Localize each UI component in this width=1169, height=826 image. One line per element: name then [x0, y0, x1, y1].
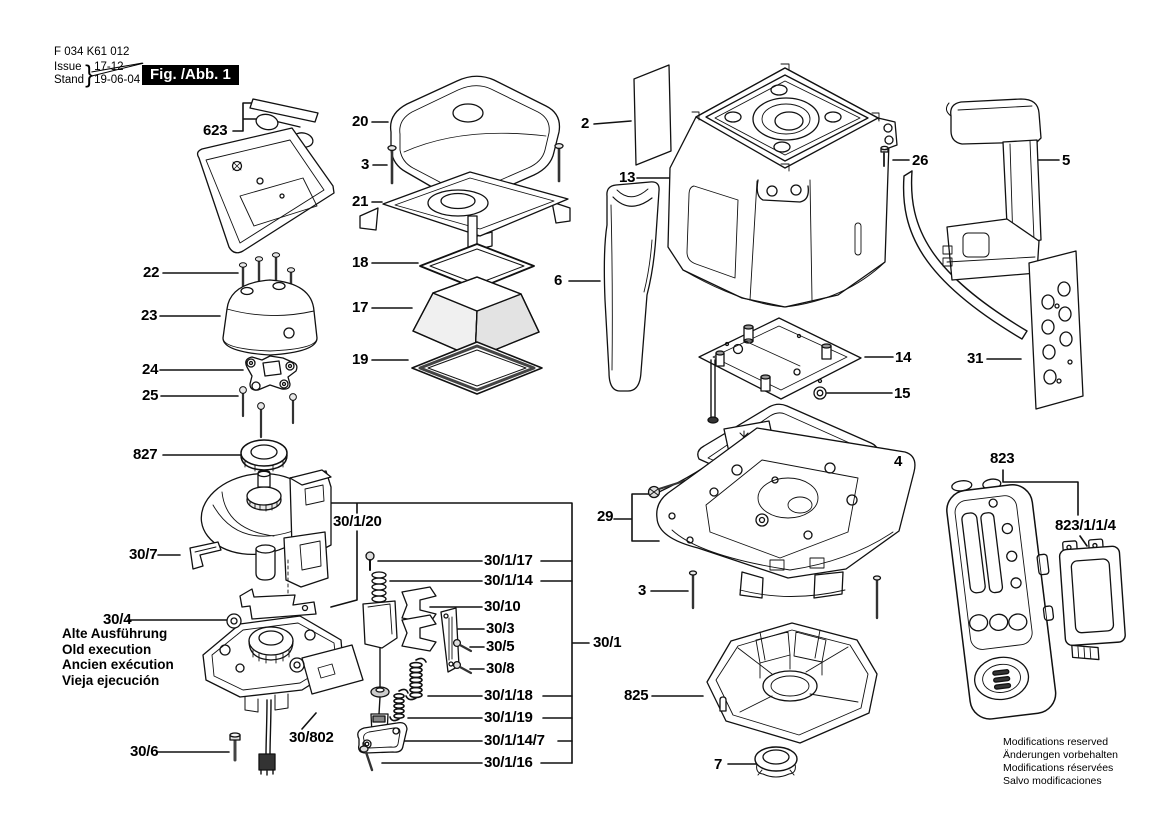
part-25-screws-drawing — [239, 386, 297, 439]
old-execution-note: Alte Ausführung Old execution Ancien exé… — [62, 626, 174, 688]
callout-30-8: 30/8 — [486, 660, 515, 677]
old-execution-line: Ancien exécution — [62, 657, 174, 672]
callout-20: 20 — [352, 113, 369, 130]
part-23-drawing — [222, 279, 318, 356]
callout-30-5: 30/5 — [486, 638, 515, 655]
callout-823: 823 — [990, 450, 1015, 467]
callout-15: 15 — [894, 385, 911, 402]
part-14-drawing — [698, 317, 862, 424]
old-execution-line: Alte Ausführung — [62, 626, 168, 641]
modifications-note: Modifications reserved Änderungen vorbeh… — [1003, 736, 1118, 788]
issue-label: Issue — [54, 61, 82, 73]
callout-13: 13 — [619, 169, 636, 186]
callout-30-4: 30/4 — [103, 611, 132, 628]
part-18-drawing — [419, 243, 535, 290]
callout-825: 825 — [624, 687, 649, 704]
callout-30-1-17: 30/1/17 — [484, 552, 533, 569]
modifications-line: Modifications reserved — [1003, 736, 1109, 748]
callout-31: 31 — [967, 350, 984, 367]
part-chassis-drawing — [656, 427, 916, 620]
callout-30-3: 30/3 — [486, 620, 515, 637]
callout-24: 24 — [142, 361, 159, 378]
part-24-drawing — [245, 355, 298, 391]
callout-30-1: 30/1 — [593, 634, 622, 651]
part-13-drawing — [667, 63, 898, 308]
part-5-drawing — [902, 98, 1042, 340]
part-20-drawing — [389, 75, 561, 203]
callout-3-right: 3 — [638, 582, 647, 599]
callout-17: 17 — [352, 299, 369, 316]
callout-623: 623 — [203, 122, 228, 139]
leader-lines — [127, 102, 1088, 765]
modifications-line: Modifications réservées — [1003, 762, 1114, 774]
issue-value: 17-12 — [94, 61, 140, 74]
brace-glyph: } — [85, 59, 94, 89]
issue-stand-block: Issue Stand } 17-12 19-06-04 — [54, 61, 140, 87]
stand-value: 19-06-04 — [94, 74, 141, 86]
modifications-line: Salvo modificaciones — [1003, 775, 1102, 787]
callout-18: 18 — [352, 254, 369, 271]
part-6-drawing — [603, 181, 660, 392]
callout-827: 827 — [133, 446, 158, 463]
part-26-drawing — [880, 145, 889, 167]
callout-29: 29 — [597, 508, 614, 525]
figure-title: Fig. /Abb. 1 — [142, 65, 239, 85]
callout-30-1-20: 30/1/20 — [333, 513, 382, 530]
part-623-drawing — [196, 98, 335, 254]
part-823-drawing — [946, 478, 1057, 720]
part-30-802-drawing — [202, 613, 364, 776]
callout-5: 5 — [1062, 152, 1071, 169]
callout-4: 4 — [894, 453, 903, 470]
doc-number: F 034 K61 012 — [54, 46, 130, 58]
part-30-1-sub-parts-drawing — [357, 551, 473, 772]
callout-30-1-14: 30/1/14 — [484, 572, 533, 589]
callout-7: 7 — [714, 756, 723, 773]
callout-3-top: 3 — [361, 156, 370, 173]
callout-21: 21 — [352, 193, 369, 210]
part-31-drawing — [1028, 250, 1084, 410]
callout-14: 14 — [895, 349, 912, 366]
callout-6: 6 — [554, 272, 563, 289]
doc-header: F 034 K61 012 Issue Stand } 17-12 19-06-… — [54, 46, 140, 87]
callout-26: 26 — [912, 152, 929, 169]
stand-label: Stand — [54, 74, 85, 86]
callout-23: 23 — [141, 307, 158, 324]
part-3-top-screws-drawing — [387, 142, 564, 185]
callout-19: 19 — [352, 351, 369, 368]
callout-30-7: 30/7 — [129, 546, 158, 563]
part-19-drawing — [411, 341, 543, 395]
callout-823-1-1-4: 823/1/1/4 — [1055, 517, 1116, 534]
callout-30-6: 30/6 — [130, 743, 159, 760]
callout-2: 2 — [581, 115, 590, 132]
callout-30-802: 30/802 — [289, 729, 334, 746]
part-2-drawing — [633, 64, 672, 166]
callout-30-1-16: 30/1/16 — [484, 754, 533, 771]
old-execution-line: Old execution — [62, 641, 152, 657]
callout-30-1-19: 30/1/19 — [484, 709, 533, 726]
callout-30-1-14-7: 30/1/14/7 — [484, 732, 545, 749]
callout-30-1-18: 30/1/18 — [484, 687, 533, 704]
old-execution-line: Vieja ejecución — [62, 672, 160, 688]
callout-30-10: 30/10 — [484, 598, 521, 615]
part-827-drawing — [240, 439, 288, 472]
modifications-line: Änderungen vorbehalten — [1003, 749, 1119, 761]
part-825-drawing — [706, 622, 878, 778]
callout-22: 22 — [143, 264, 160, 281]
callout-25: 25 — [142, 387, 159, 404]
part-823-1-1-4-drawing — [1058, 538, 1126, 661]
part-30-1-20-drawing — [189, 469, 332, 620]
